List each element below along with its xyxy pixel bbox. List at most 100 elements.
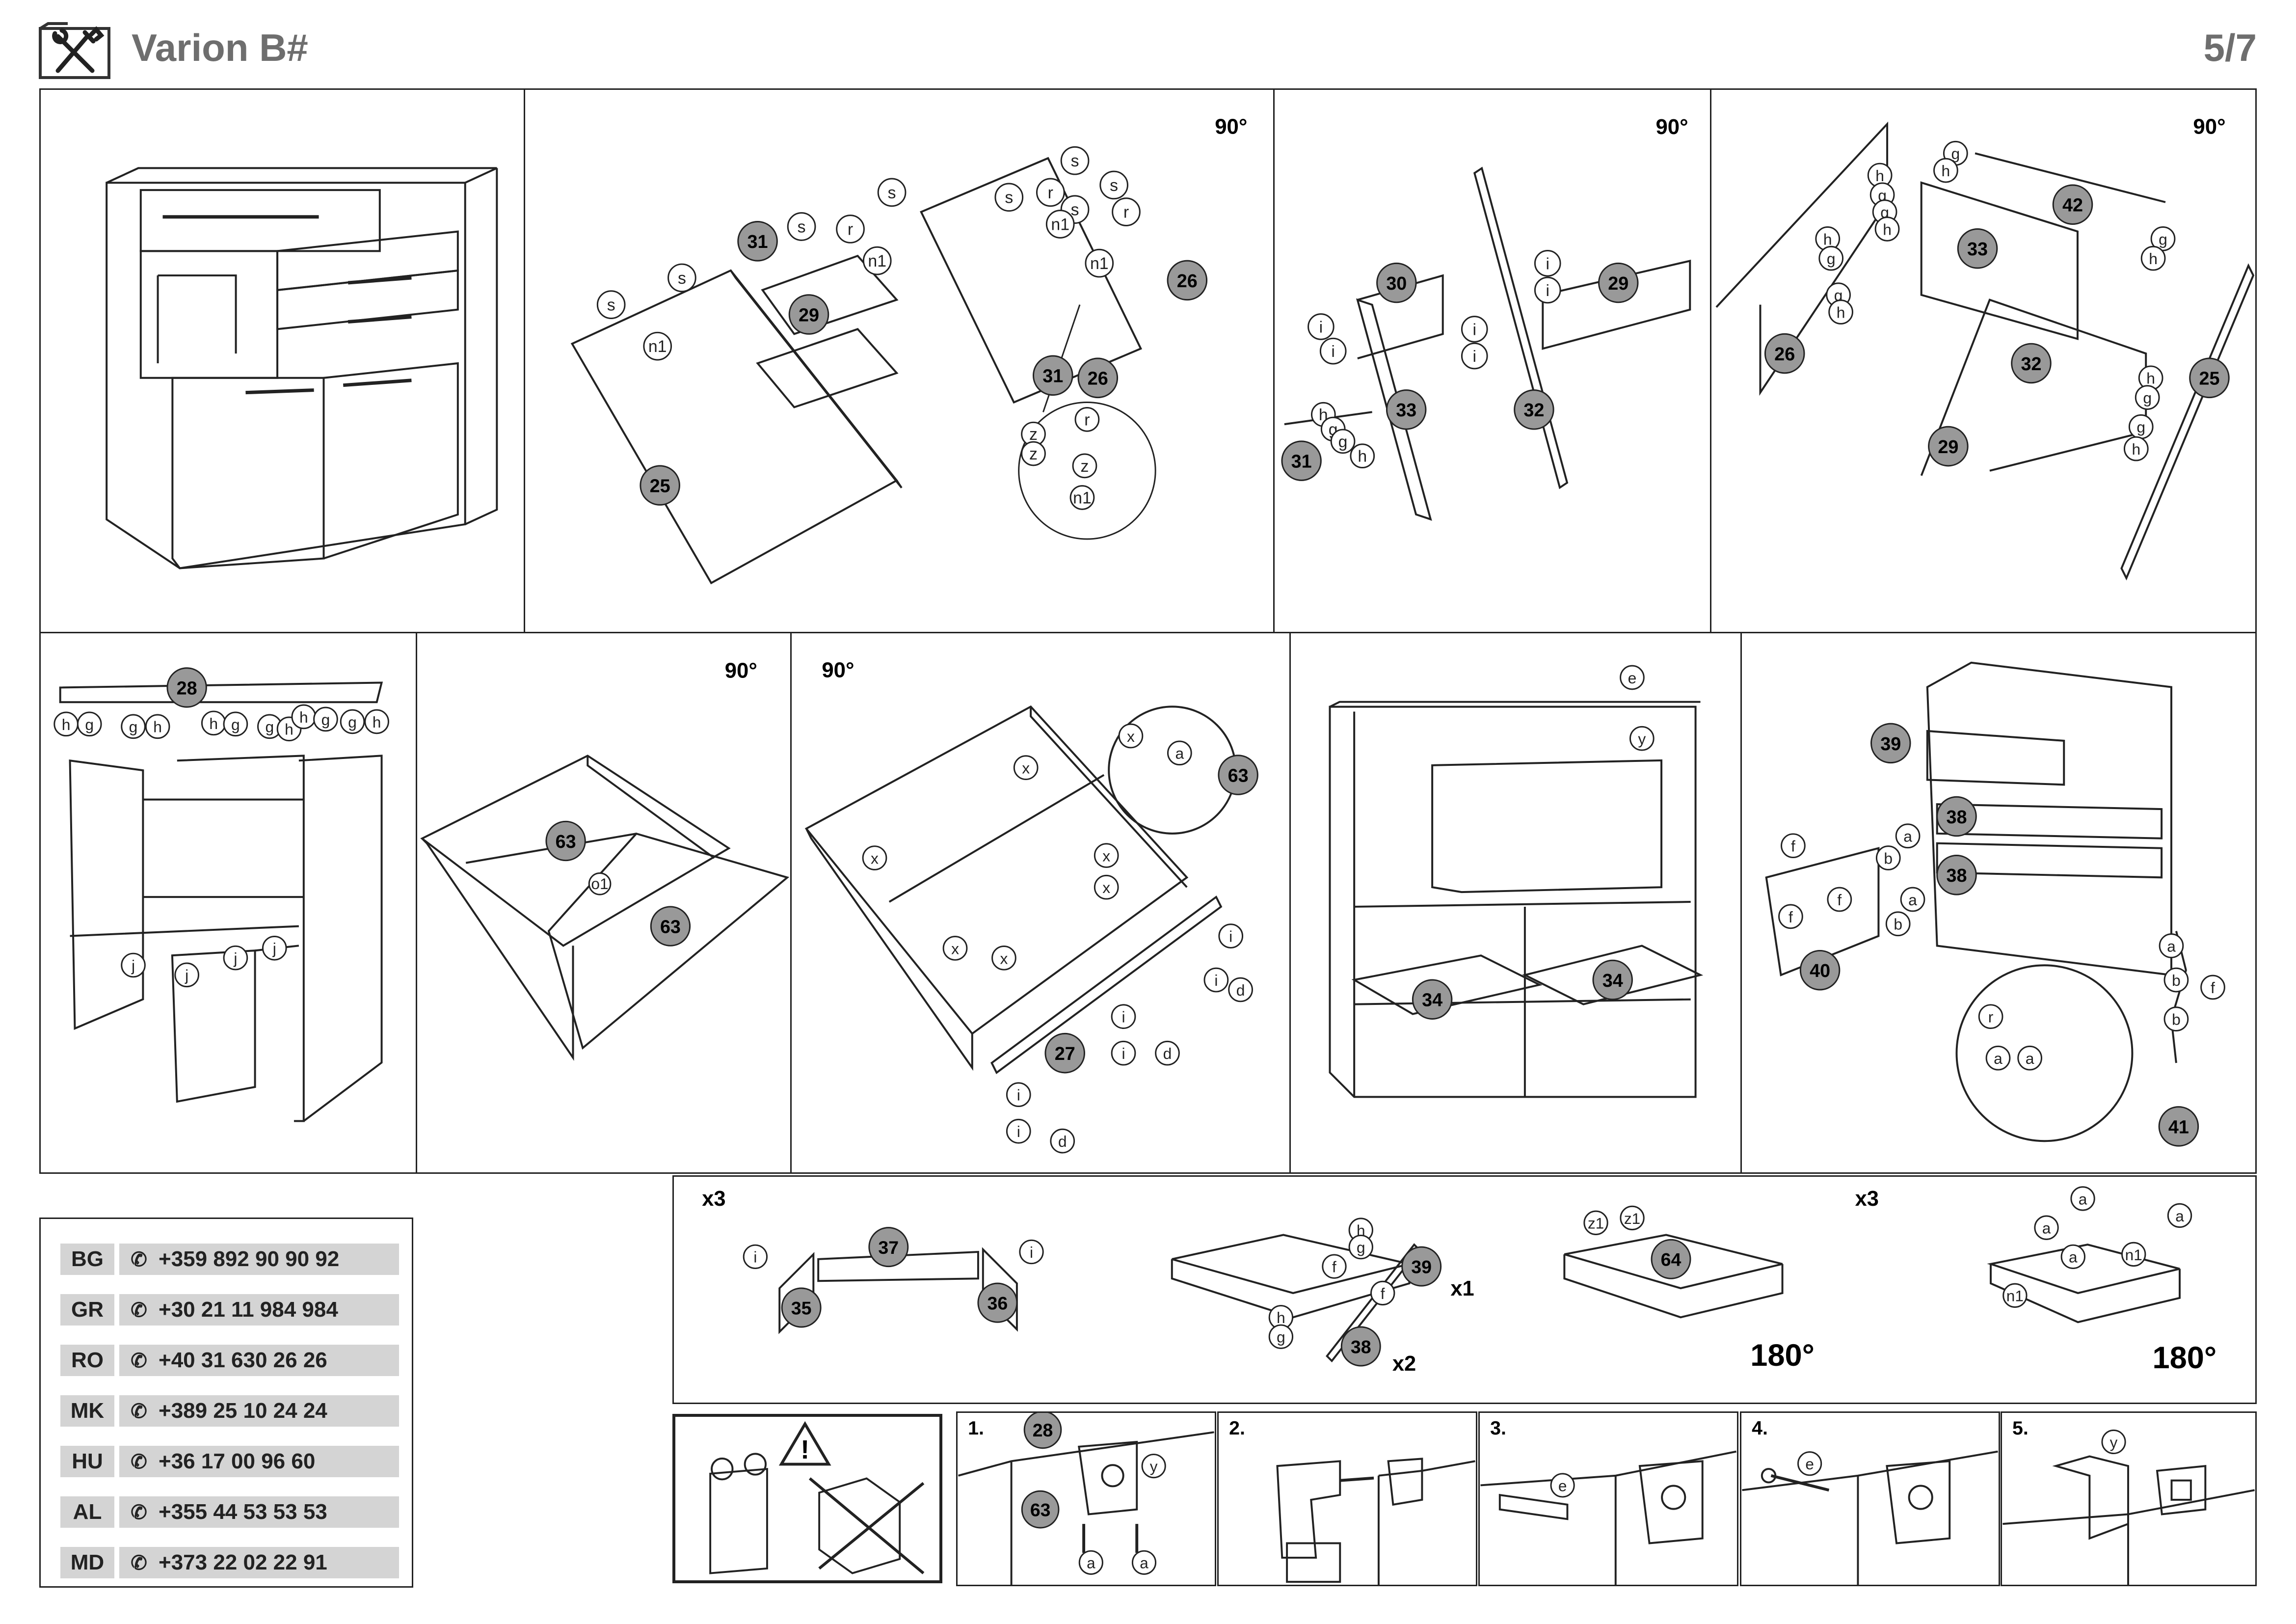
phone-text: +359 892 90 90 92 — [159, 1247, 340, 1271]
svg-text:d: d — [1236, 981, 1245, 999]
svg-text:63: 63 — [556, 831, 576, 852]
svg-text:h: h — [1942, 162, 1950, 180]
phone-icon: ✆ — [131, 1299, 147, 1321]
phone-text: +373 22 02 22 91 — [159, 1550, 327, 1574]
country-code: AL — [60, 1496, 114, 1528]
page-number: 5/7 — [2203, 26, 2257, 69]
rotate-90-label: 90° — [822, 658, 854, 682]
svg-text:s: s — [678, 269, 686, 288]
rotate-180-label: 180° — [1750, 1338, 1815, 1373]
step-5-drawing: 5. y — [2002, 1417, 2255, 1585]
svg-text:n1: n1 — [648, 337, 667, 356]
svg-text:42: 42 — [2062, 195, 2083, 216]
svg-text:h: h — [1277, 1309, 1285, 1326]
svg-text:g: g — [321, 711, 330, 729]
svg-text:h: h — [1358, 447, 1367, 466]
phone-text: +389 25 10 24 24 — [159, 1399, 327, 1423]
svg-text:g: g — [2136, 418, 2145, 436]
svg-text:i: i — [1319, 318, 1323, 336]
phone-icon: ✆ — [131, 1502, 147, 1523]
svg-text:63: 63 — [1228, 765, 1249, 786]
step-3-drawing: 3. e — [1480, 1417, 1736, 1585]
svg-text:a: a — [1908, 891, 1917, 909]
panel-step-2: 2. — [1217, 1411, 1477, 1586]
svg-text:r: r — [1123, 203, 1129, 222]
svg-text:h: h — [2149, 250, 2158, 268]
phone-number: ✆+36 17 00 96 60 — [119, 1446, 399, 1477]
svg-text:g: g — [85, 716, 94, 733]
phone-number: ✆+373 22 02 22 91 — [119, 1547, 399, 1578]
svg-text:g: g — [1277, 1328, 1285, 1346]
rotate-90-label: 90° — [1655, 115, 1688, 139]
svg-text:64: 64 — [1661, 1249, 1682, 1270]
shelves-drawing: 34 34 e y — [1329, 665, 1704, 1098]
svg-text:g: g — [1357, 1239, 1365, 1256]
svg-text:j: j — [131, 957, 135, 974]
phone-icon: ✆ — [131, 1350, 147, 1372]
svg-text:x: x — [1102, 847, 1110, 865]
rotate-90-label: 90° — [1215, 115, 1247, 139]
phone-icon: ✆ — [131, 1249, 147, 1271]
svg-text:26: 26 — [1774, 344, 1795, 365]
svg-text:r: r — [1048, 184, 1053, 202]
svg-text:a: a — [2069, 1248, 2078, 1266]
svg-text:o1: o1 — [591, 875, 608, 893]
svg-text:39: 39 — [1411, 1256, 1432, 1277]
svg-text:j: j — [233, 949, 237, 967]
svg-text:i: i — [1229, 928, 1232, 946]
svg-text:f: f — [1791, 838, 1795, 855]
svg-text:e: e — [1558, 1477, 1567, 1494]
svg-text:31: 31 — [1042, 366, 1063, 387]
phone-number: ✆+30 21 11 984 984 — [119, 1294, 399, 1326]
svg-text:32: 32 — [1523, 400, 1544, 420]
svg-text:z: z — [1029, 445, 1038, 463]
svg-text:a: a — [1994, 1050, 2002, 1067]
svg-text:x: x — [1000, 949, 1008, 967]
svg-text:s: s — [1005, 189, 1013, 207]
svg-text:63: 63 — [660, 917, 681, 937]
step-4-drawing: 4. e — [1742, 1417, 1998, 1585]
tip-warning-drawing: ! — [709, 1421, 925, 1574]
svg-text:29: 29 — [1608, 273, 1629, 294]
svg-text:h: h — [1875, 167, 1884, 185]
contact-row: BG ✆+359 892 90 90 92 — [60, 1244, 399, 1275]
svg-text:33: 33 — [1396, 400, 1416, 420]
panel-box-front: 90° 63 27 x a x x x x x x i i d i i d i … — [790, 632, 1291, 1174]
svg-text:63: 63 — [1030, 1499, 1051, 1520]
multiplier-x2: x2 — [1392, 1352, 1416, 1376]
contact-row: MK ✆+389 25 10 24 24 — [60, 1395, 399, 1427]
svg-text:26: 26 — [1177, 271, 1198, 292]
svg-text:s: s — [888, 184, 896, 202]
svg-text:x: x — [951, 940, 959, 957]
panel-drawer-parts: x3 x3 x1 x2 180° 180° 37 35 36 39 38 64 … — [672, 1175, 2257, 1404]
panel-drawer-runners: 90° 25 26 31 29 31 26 s s n1 s r s n1 s … — [524, 88, 1275, 633]
svg-text:s: s — [798, 217, 806, 236]
phone-text: +36 17 00 96 60 — [159, 1449, 316, 1473]
svg-text:j: j — [185, 967, 188, 984]
svg-text:a: a — [2175, 1207, 2184, 1225]
contact-row: HU ✆+36 17 00 96 60 — [60, 1446, 399, 1477]
panel-overview — [39, 88, 525, 633]
svg-text:i: i — [1017, 1086, 1020, 1104]
svg-text:41: 41 — [2168, 1117, 2189, 1137]
country-code: RO — [60, 1345, 114, 1376]
svg-text:z: z — [1080, 457, 1089, 476]
step-1-drawing: 1. 28 63 y a a — [958, 1413, 1214, 1585]
box-back-drawing: 90° 63 63 o1 — [420, 659, 790, 1061]
svg-text:i: i — [1121, 1008, 1125, 1026]
svg-text:z1: z1 — [1588, 1215, 1604, 1232]
svg-text:n1: n1 — [868, 252, 886, 271]
svg-text:37: 37 — [878, 1237, 899, 1258]
panel-shelves: 34 34 e y — [1289, 632, 1742, 1174]
svg-text:31: 31 — [1291, 451, 1312, 472]
svg-text:x: x — [1102, 879, 1110, 896]
svg-text:s: s — [607, 296, 615, 315]
step-5-label: 5. — [2012, 1417, 2029, 1439]
svg-text:j: j — [272, 940, 276, 957]
phone-number: ✆ +389 25 10 24 24 — [119, 1395, 399, 1427]
svg-text:a: a — [2167, 937, 2176, 955]
phone-icon: ✆ — [131, 1401, 147, 1422]
svg-text:g: g — [129, 718, 138, 736]
rotate-90-label: 90° — [2193, 115, 2225, 139]
svg-text:b: b — [2172, 972, 2181, 989]
